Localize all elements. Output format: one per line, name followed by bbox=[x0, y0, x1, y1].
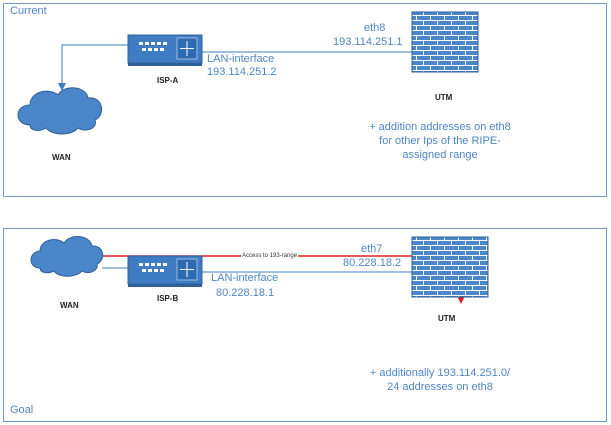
goal-note-line-1: + additionally 193.114.251.0/ bbox=[369, 367, 511, 379]
goal-cloud bbox=[30, 236, 104, 277]
current-lan-ip: 193.114.251.2 bbox=[207, 66, 277, 78]
current-note-line-3: assigned range bbox=[402, 149, 478, 161]
goal-note-line-2: 24 addresses on eth8 bbox=[387, 381, 493, 393]
router-wan-link bbox=[58, 44, 128, 91]
goal-lan-label: LAN-interface bbox=[211, 272, 279, 284]
current-note-line-1: + addition addresses on eth8 bbox=[369, 121, 511, 133]
current-panel bbox=[3, 3, 607, 197]
current-note-line-2: for other Ips of the RIPE- bbox=[379, 135, 501, 147]
current-router bbox=[127, 34, 203, 66]
current-router-label: ISP-A bbox=[157, 76, 179, 85]
goal-router bbox=[127, 255, 203, 287]
current-eth-label: eth8 bbox=[364, 22, 386, 34]
goal-firewall bbox=[411, 236, 489, 298]
goal-router-label: ISP-B bbox=[157, 294, 179, 303]
current-firewall bbox=[411, 11, 479, 73]
goal-panel-title: Goal bbox=[10, 404, 34, 416]
access-route-label: Access to 193-range bbox=[241, 253, 299, 261]
firewall-icon bbox=[411, 236, 489, 298]
goal-panel bbox=[3, 228, 607, 422]
goal-eth-label: eth7 bbox=[361, 243, 383, 255]
cloud-icon bbox=[30, 236, 104, 277]
goal-lan-ip: 80.228.18.1 bbox=[216, 287, 275, 299]
current-eth-ip: 193.114.251.1 bbox=[333, 36, 403, 48]
goal-firewall-label: UTM bbox=[438, 314, 456, 323]
current-links bbox=[58, 44, 412, 91]
current-cloud bbox=[17, 87, 103, 135]
current-panel-title: Current bbox=[10, 5, 47, 17]
cloud-icon bbox=[17, 87, 103, 135]
firewall-icon bbox=[411, 11, 479, 73]
current-firewall-label: UTM bbox=[435, 93, 453, 102]
current-lan-label: LAN-interface bbox=[207, 53, 275, 65]
goal-eth-ip: 80.228.18.2 bbox=[343, 257, 402, 269]
goal-cloud-label: WAN bbox=[60, 301, 79, 310]
current-cloud-label: WAN bbox=[52, 153, 71, 162]
